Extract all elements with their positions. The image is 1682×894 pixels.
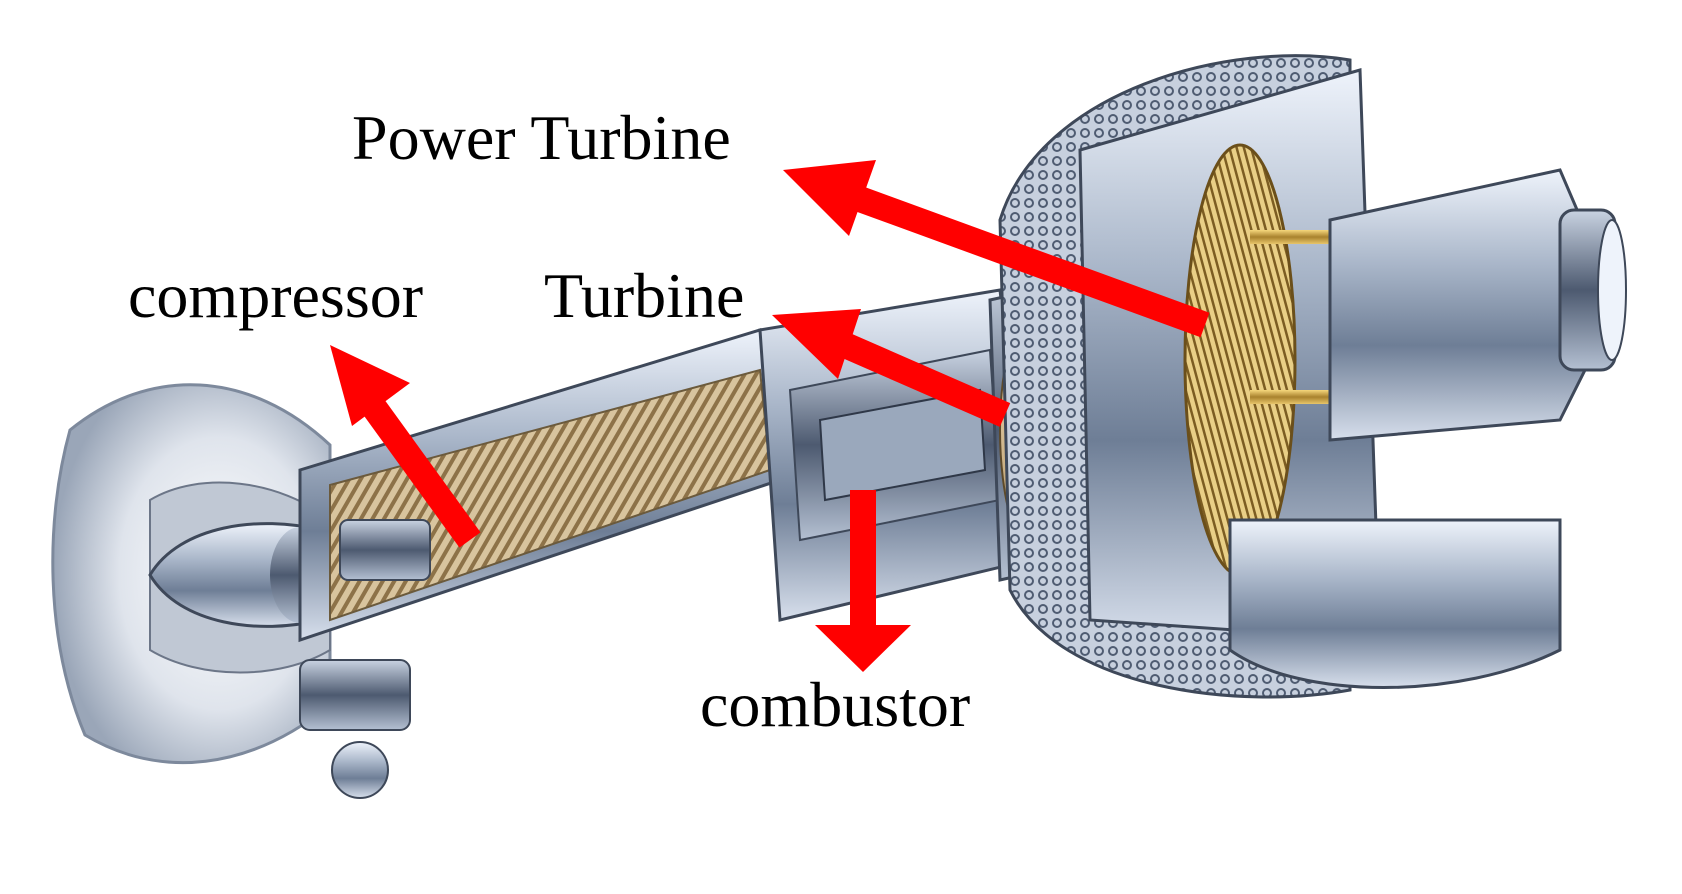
label-power-turbine: Power Turbine (352, 102, 731, 173)
label-compressor: compressor (128, 260, 424, 331)
arrow-combustor (815, 490, 911, 672)
label-turbine: Turbine (544, 260, 745, 331)
arrow-power-turbine (783, 160, 1210, 338)
arrow-turbine (772, 309, 1011, 427)
arrow-compressor (330, 345, 481, 548)
accessory-gearbox (299, 659, 411, 799)
label-combustor: combustor (700, 669, 971, 740)
power-turbine-housing (998, 54, 1562, 699)
output-shaft (1328, 168, 1627, 442)
